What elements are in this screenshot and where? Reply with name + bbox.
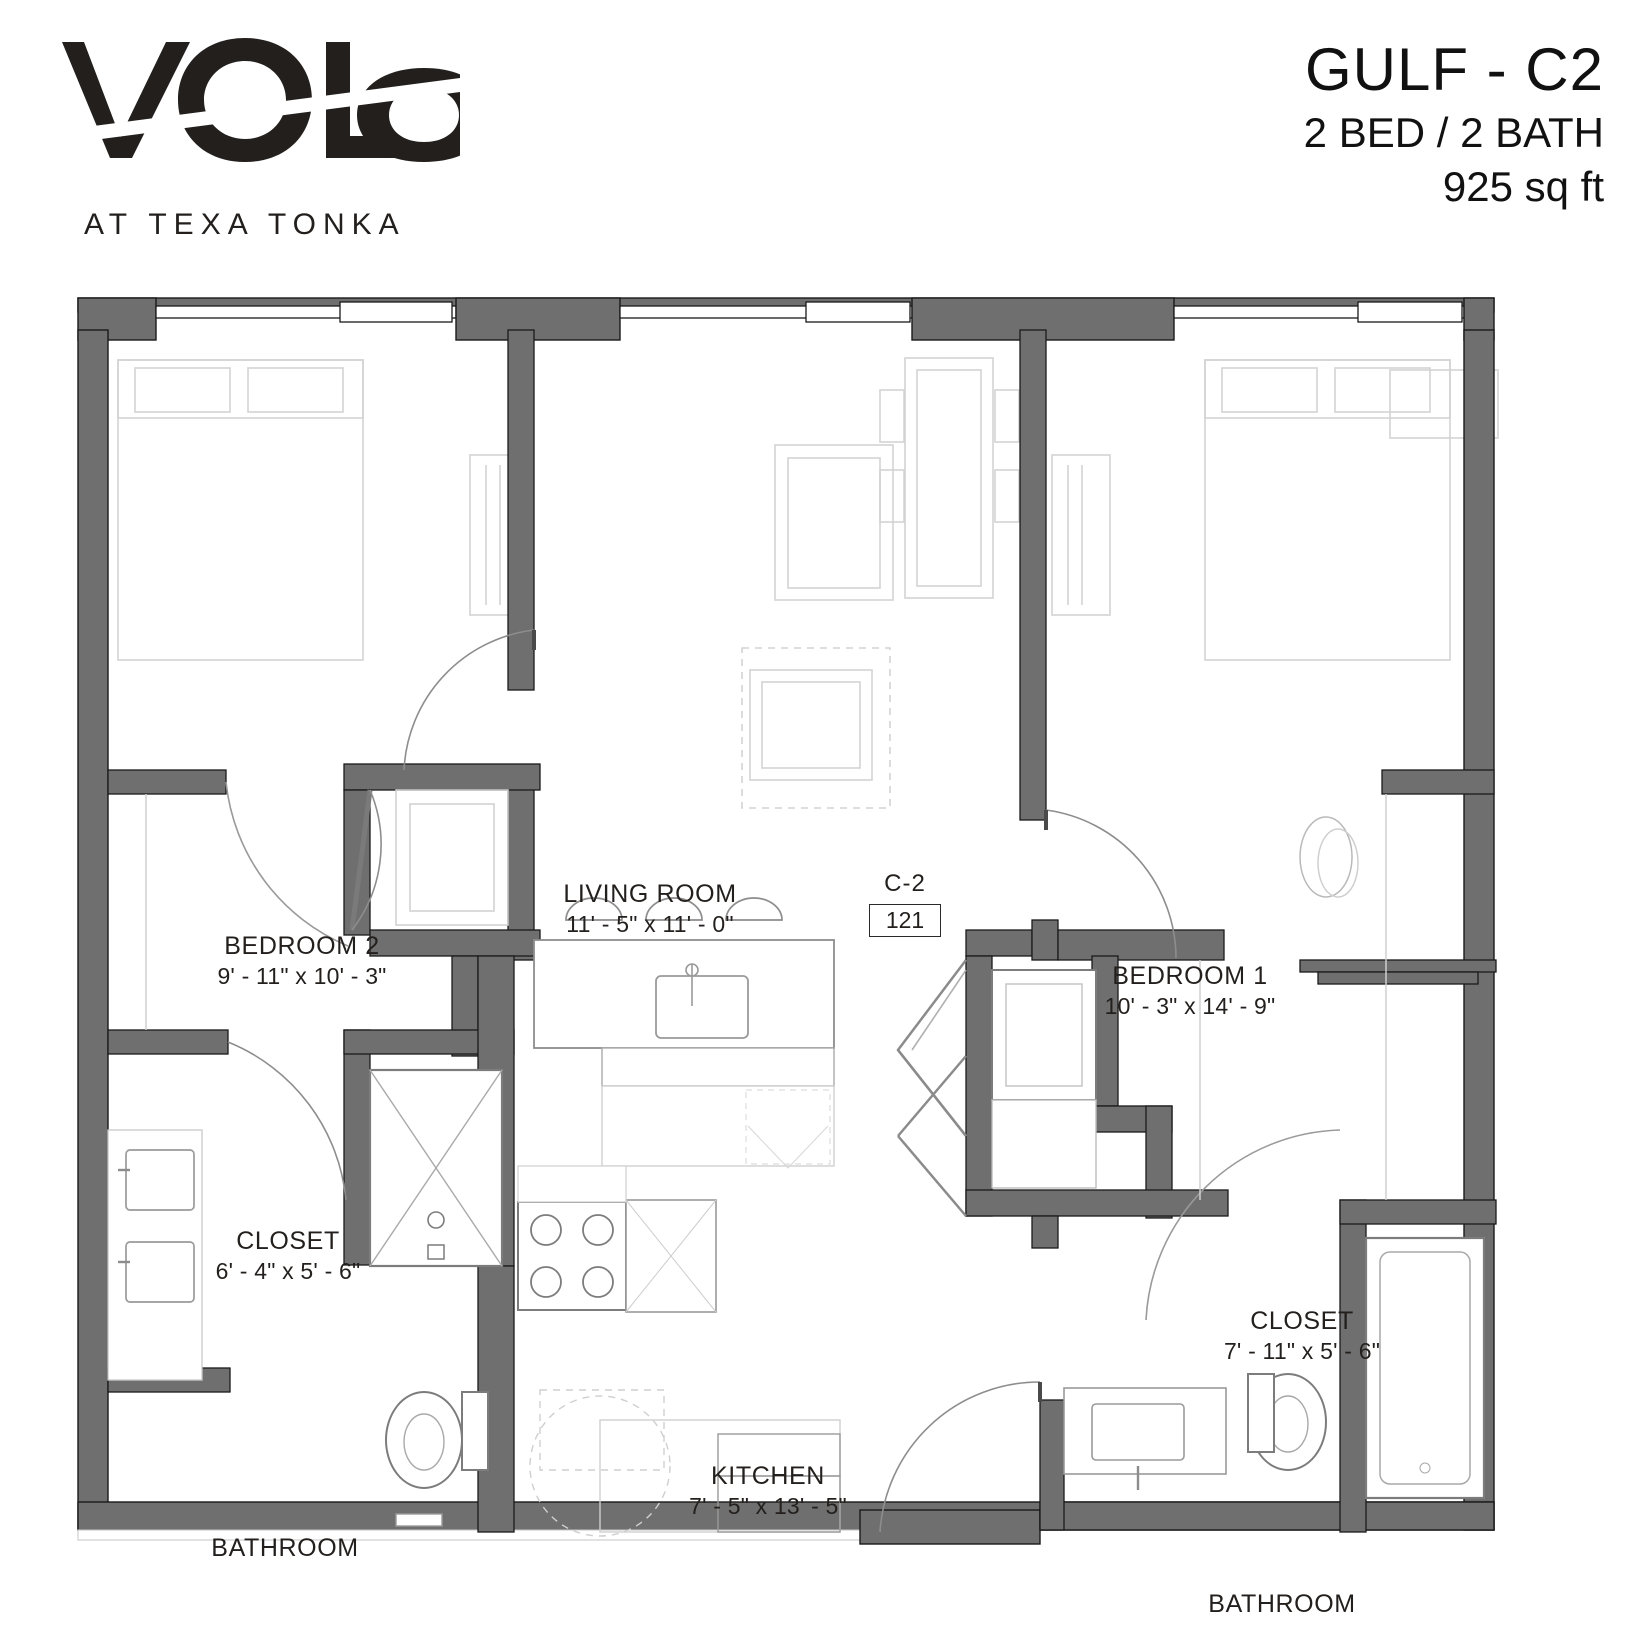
brand-tagline: AT TEXA TONKA — [84, 208, 406, 241]
room-label-kitchen: KITCHEN 7' - 5" x 13' - 5" — [689, 1462, 847, 1519]
room-label-bathroom-left: BATHROOM — [211, 1534, 359, 1562]
room-label-bathroom-right: BATHROOM — [1208, 1590, 1356, 1618]
page-title: GULF - C2 — [1304, 36, 1604, 103]
laundry-fixtures — [991, 969, 1097, 1189]
room-label-closet-left: CLOSET 6' - 4" x 5' - 6" — [215, 1227, 361, 1284]
room-label-living-room: LIVING ROOM 11' - 5" x 11' - 0" — [563, 880, 737, 937]
page-header: AT TEXA TONKA GULF - C2 2 BED / 2 BATH 9… — [0, 0, 1650, 270]
right-bathroom-fixtures — [1063, 1236, 1486, 1500]
floorplan: BEDROOM 2 9' - 11" x 10' - 3" LIVING ROO… — [0, 270, 1650, 1650]
unit-square-feet: 925 sq ft — [1442, 162, 1604, 210]
unit-title-block: GULF - C2 2 BED / 2 BATH 925 sq ft — [1304, 38, 1604, 212]
door-swings — [225, 629, 1341, 1533]
unit-number-box: 121 — [868, 904, 942, 937]
furniture-linework — [117, 357, 1499, 809]
floorplan-drawing — [77, 297, 1499, 1545]
unit-tag: C-2 121 — [810, 870, 1000, 937]
closet-shelving — [145, 789, 1387, 1200]
unit-tag-label: C-2 — [884, 870, 926, 897]
left-bathroom-fixtures — [107, 1068, 504, 1527]
room-label-closet-right: CLOSET 7' - 11" x 5' - 6" — [1223, 1307, 1381, 1364]
entry-cabinetry — [529, 1389, 841, 1537]
kitchen-fixtures — [517, 897, 835, 1313]
brand-logo: AT TEXA TONKA — [40, 30, 460, 241]
room-label-bedroom-1: BEDROOM 1 10' - 3" x 14' - 9" — [1104, 962, 1276, 1019]
unit-beds-baths: 2 BED / 2 BATH — [1303, 109, 1604, 156]
volo-logo-icon — [50, 38, 460, 162]
room-label-bedroom-2: BEDROOM 2 9' - 11" x 10' - 3" — [217, 932, 387, 989]
